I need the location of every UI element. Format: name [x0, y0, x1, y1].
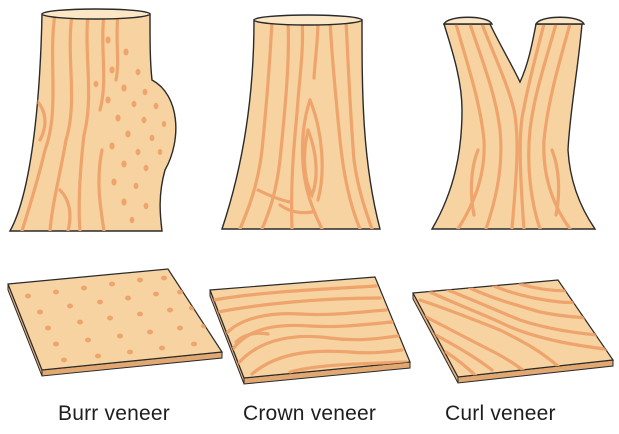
curl-veneer-label: Curl veneer — [445, 402, 556, 426]
burr-veneer-label: Burr veneer — [58, 402, 170, 426]
curl-trunk-top-left — [444, 17, 492, 24]
crown-veneer-board — [210, 277, 410, 384]
curl-veneer-board — [413, 280, 613, 383]
burr-veneer-board — [8, 269, 222, 376]
crown-trunk — [222, 15, 380, 229]
curl-trunk — [432, 17, 595, 229]
burr-trunk — [10, 9, 176, 231]
burr-trunk-body — [10, 14, 176, 231]
crown-trunk-top — [254, 15, 362, 25]
burr-board-face — [8, 269, 222, 370]
burr-trunk-top — [42, 9, 150, 19]
curl-trunk-top-right — [536, 17, 584, 24]
crown-veneer-label: Crown veneer — [243, 402, 376, 426]
